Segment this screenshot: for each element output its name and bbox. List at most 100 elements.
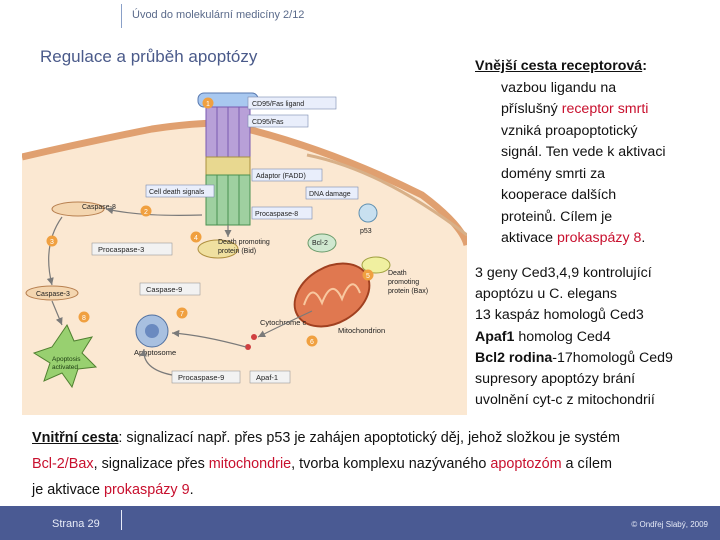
label-procaspase9: Procaspase-9 [178, 373, 224, 382]
extrinsic-heading: Vnější cesta receptorová [475, 58, 643, 74]
apoptosome-core [145, 324, 159, 338]
label-box [305, 186, 359, 200]
header-divider [121, 4, 122, 28]
step-number: 6 [310, 339, 314, 346]
fact-line: Apaf1 homolog Ced4 [475, 327, 715, 348]
step-marker-3 [46, 235, 58, 247]
text-line: domény smrti za [501, 165, 606, 182]
label-cell-death-signals: Cell death signals [149, 189, 205, 196]
label-dna-damage: DNA damage [309, 191, 351, 198]
p53-shape [358, 203, 378, 223]
label-box [171, 370, 241, 384]
label-bax-line2: promoting [388, 279, 419, 286]
highlight-mitochondria: mitochondrie [208, 456, 292, 472]
caspase3-shape [25, 285, 79, 301]
intrinsic-heading: Vnitřní cesta [32, 430, 119, 446]
bold-term: Apaf1 [475, 328, 515, 345]
label-adaptor: Adaptor (FADD) [256, 173, 306, 180]
label-bid-line2: protein (Bid) [218, 248, 256, 255]
slide-footer: Strana 29 © Ondřej Slabý, 2009 [0, 506, 720, 540]
arrow [139, 348, 173, 376]
step-marker-1 [202, 97, 214, 109]
step-number: 3 [50, 239, 54, 246]
label-p53: p53 [360, 228, 372, 235]
label-procaspase8: Procaspase-8 [255, 211, 298, 218]
footer-divider [121, 510, 122, 530]
highlight-receptor: receptor smrti [561, 101, 649, 117]
text-line: příslušný receptor smrti [475, 99, 715, 121]
highlight-procaspase9: prokaspázy 9 [104, 482, 190, 498]
text-span: homolog Ced4 [514, 328, 611, 345]
text-line: signál. Ten vede k aktivaci [501, 144, 666, 160]
label-bax-line3: protein (Bax) [388, 288, 428, 295]
fact-line: Bcl2 rodina-17homologů Ced9 [475, 348, 715, 369]
heading-colon: : [642, 58, 647, 74]
arrow [257, 310, 313, 338]
step-marker-7 [176, 307, 188, 319]
slide-title: Regulace a průběh apoptózy [40, 47, 258, 66]
label-caspase3: Caspase-3 [36, 291, 70, 298]
label-apaf1: Apaf-1 [256, 373, 278, 382]
bold-term: Bcl2 rodina [475, 349, 553, 366]
diagram-svg: CD95/Fas ligand CD95/Fas Adaptor (FADD) … [22, 85, 467, 415]
step-marker-8 [78, 311, 90, 323]
text-span: je aktivace [32, 482, 104, 498]
text-line: aktivace prokaspázy 8. [475, 228, 715, 250]
step-markers: 1 2 3 4 5 6 7 8 [46, 97, 374, 347]
step-number: 1 [206, 101, 210, 108]
cytc-dot [251, 334, 257, 340]
extrinsic-heading-line: Vnější cesta receptorová: [475, 56, 715, 78]
highlight-apoptosome: apoptozóm [490, 456, 562, 472]
label-cytochrome-c: Cytochrome c [260, 318, 307, 327]
bcl2-shape [307, 233, 337, 253]
page-number: Strana 29 [52, 518, 100, 530]
text-span: . [641, 230, 646, 246]
step-number: 4 [194, 235, 198, 242]
text-span: . [189, 482, 194, 498]
fact-line: uvolnění cyt-c z mitochondrií [475, 392, 655, 409]
label-caspase8: Caspase-8 [82, 204, 116, 211]
label-apoptosome: Apoptosome [134, 348, 176, 357]
label-bcl2: Bcl-2 [312, 240, 328, 247]
arrow [46, 216, 63, 286]
text-span: aktivace [501, 230, 557, 246]
text-span: příslušný [501, 101, 562, 117]
arrow [171, 329, 247, 348]
label-mitochondrion: Mitochondrion [338, 326, 385, 335]
label-bax-line1: Death [388, 270, 407, 277]
label-activated: activated [52, 364, 78, 371]
label-bid-line1: Death promoting [218, 239, 270, 246]
text-line: proteinů. Cílem je [501, 208, 613, 225]
cytc-dot [245, 344, 251, 350]
text-span: -17homologů Ced9 [552, 349, 673, 366]
extrinsic-pathway-text: Vnější cesta receptorová: vazbou ligandu… [475, 56, 715, 250]
label-caspase9: Caspase-9 [146, 285, 182, 294]
apoptosis-pathway-diagram: CD95/Fas ligand CD95/Fas Adaptor (FADD) … [22, 85, 467, 415]
step-number: 7 [180, 311, 184, 318]
label-box [145, 184, 215, 198]
arrow [51, 300, 63, 326]
label-box [91, 242, 173, 256]
label-cd95: CD95/Fas [252, 119, 284, 126]
highlight-procaspase8: prokaspázy 8 [557, 230, 642, 246]
step-marker-5 [362, 269, 374, 281]
slide-header: Úvod do molekulární medicíny 2/12 [0, 0, 720, 30]
apoptosis-activated-burst [32, 323, 98, 389]
fact-line: supresory apoptózy brání [475, 371, 636, 388]
fadd-adaptor-shape [205, 156, 251, 176]
step-number: 5 [366, 273, 370, 280]
cristae [303, 283, 361, 306]
bid-shape [197, 239, 239, 259]
bax-shape [361, 256, 391, 274]
step-marker-4 [190, 231, 202, 243]
copyright: © Ondřej Slabý, 2009 [631, 520, 708, 529]
label-box [251, 206, 313, 220]
text-span: , tvorba komplexu nazývaného [291, 456, 491, 472]
label-cd95-ligand: CD95/Fas ligand [252, 101, 304, 108]
text-line: kooperace dalších [501, 187, 617, 203]
label-box [247, 114, 309, 128]
text-span: a cílem [561, 456, 612, 472]
caspase8-shape [51, 201, 105, 217]
text-line: vzniká proapoptotický [501, 122, 638, 139]
text-line: vazbou ligandu na [501, 79, 617, 96]
